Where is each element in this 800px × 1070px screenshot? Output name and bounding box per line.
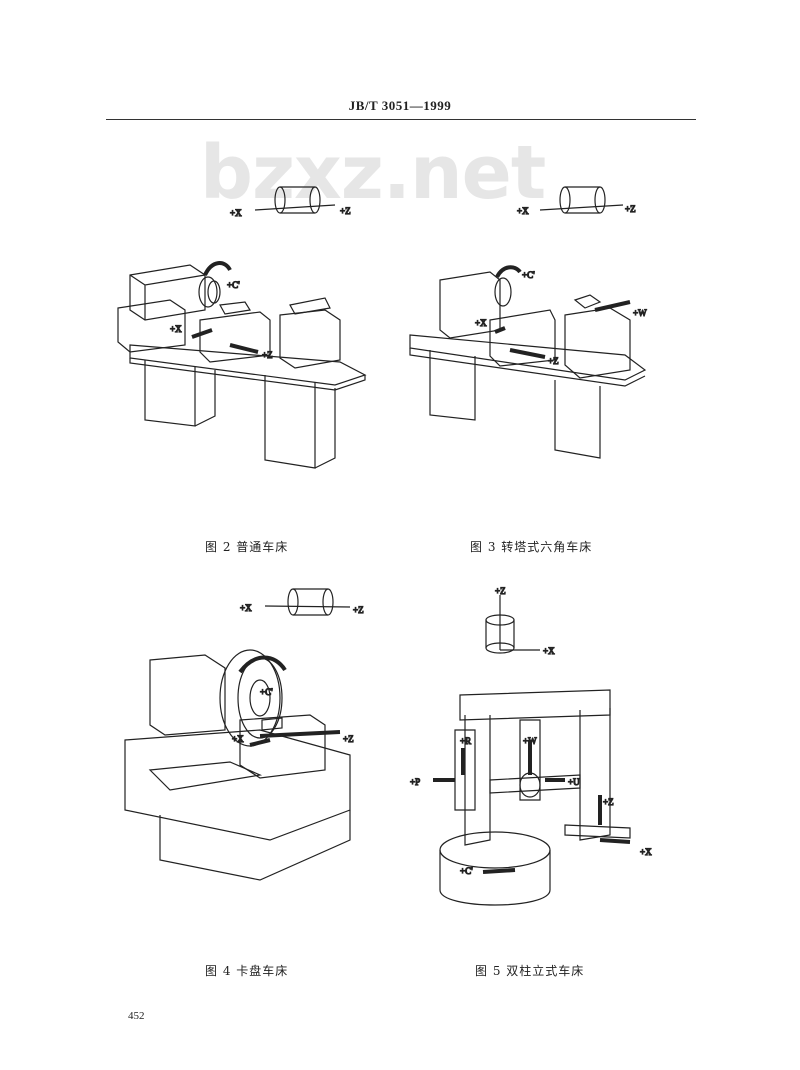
arrow-z [259, 730, 341, 738]
lathe-bed [129, 344, 367, 386]
leg-right [554, 380, 601, 459]
label-x: +X [640, 847, 652, 857]
lathe-bed [124, 729, 351, 841]
axis-x-label: +X [240, 603, 252, 613]
side-head-right [564, 824, 631, 839]
chuck [198, 276, 218, 308]
turret-saddle [564, 307, 631, 379]
axis-x-label: +X [517, 206, 529, 216]
leg-right [264, 375, 316, 469]
arrow-x [191, 328, 213, 339]
figure-4-chuck-lathe: +X +Z +C' +X +Z [124, 588, 364, 881]
figure-3-turret-lathe: +X +Z +C' +W +X +Z [409, 186, 648, 459]
axis-z-label: +Z [495, 586, 506, 596]
label-z: +Z [343, 734, 354, 744]
label-x: +X [475, 318, 487, 328]
carriage [199, 311, 271, 363]
header-rule [106, 119, 696, 120]
rotation-arrow-c [482, 868, 516, 874]
vertical-head [519, 719, 541, 801]
arrow-x [494, 326, 506, 334]
chuck [219, 649, 281, 747]
cross-rail [489, 774, 581, 794]
column-left [464, 715, 491, 846]
tailstock [279, 309, 341, 369]
carriage [489, 309, 556, 367]
page-header: JB/T 3051—1999 [348, 98, 452, 113]
label-z: +Z [548, 356, 559, 366]
label-c: +C' [522, 270, 535, 280]
axis-x-label: +X [543, 646, 555, 656]
axis-cylinder-icon [254, 186, 336, 214]
rotation-arrow-c [238, 655, 287, 674]
axis-z-label: +Z [625, 204, 636, 214]
arrow-x [599, 838, 631, 844]
headstock [129, 264, 206, 321]
rotation-arrow-c [203, 261, 232, 276]
axis-x-label: +X [230, 208, 242, 218]
turret-hex [573, 294, 602, 309]
label-w: +W [523, 736, 537, 746]
axis-cylinder-icon [539, 186, 624, 214]
figure-4-caption: 图 4 卡盘车床 [205, 964, 289, 978]
page-number: 452 [128, 1010, 145, 1022]
label-x: +X [232, 734, 244, 744]
label-r: +R [460, 736, 471, 746]
rotation-arrow-c [495, 265, 522, 279]
label-w: +W [633, 308, 647, 318]
figure-2-caption: 图 2 普通车床 [205, 540, 289, 554]
watermark: bzxz.net [200, 130, 546, 216]
side-head-left [454, 729, 476, 811]
figure-5-caption: 图 5 双柱立式车床 [475, 964, 585, 978]
label-c: +C' [227, 280, 240, 290]
arrow-x [249, 738, 271, 747]
work-table [439, 831, 551, 869]
axis-z-label: +Z [353, 605, 364, 615]
arrow-z [229, 343, 259, 354]
column-right [579, 708, 611, 841]
axis-cylinder-icon [264, 588, 351, 616]
label-c: +C' [460, 866, 473, 876]
axis-z-label: +Z [340, 206, 351, 216]
arrow-z [509, 348, 546, 359]
headstock [149, 654, 226, 736]
label-z: +Z [262, 350, 273, 360]
label-p: +P [410, 777, 420, 787]
headstock [439, 271, 501, 339]
lathe-bed [409, 334, 647, 381]
figure-2-ordinary-lathe: +X +Z +C' +X +Z [117, 186, 367, 469]
label-u: +U [568, 777, 580, 787]
label-c: +C' [260, 687, 273, 697]
top-beam [459, 689, 611, 721]
carriage [239, 714, 326, 779]
axis-cylinder-icon [485, 595, 540, 654]
arrow-w [594, 300, 631, 312]
label-z: +Z [603, 797, 614, 807]
chuck [494, 277, 512, 307]
label-x: +X [170, 324, 182, 334]
figure-3-caption: 图 3 转塔式六角车床 [470, 540, 593, 554]
figure-5-double-column-vertical-lathe: +Z +X +R +P +W +U +Z +X +C' [409, 585, 653, 906]
leg-left [144, 360, 196, 427]
